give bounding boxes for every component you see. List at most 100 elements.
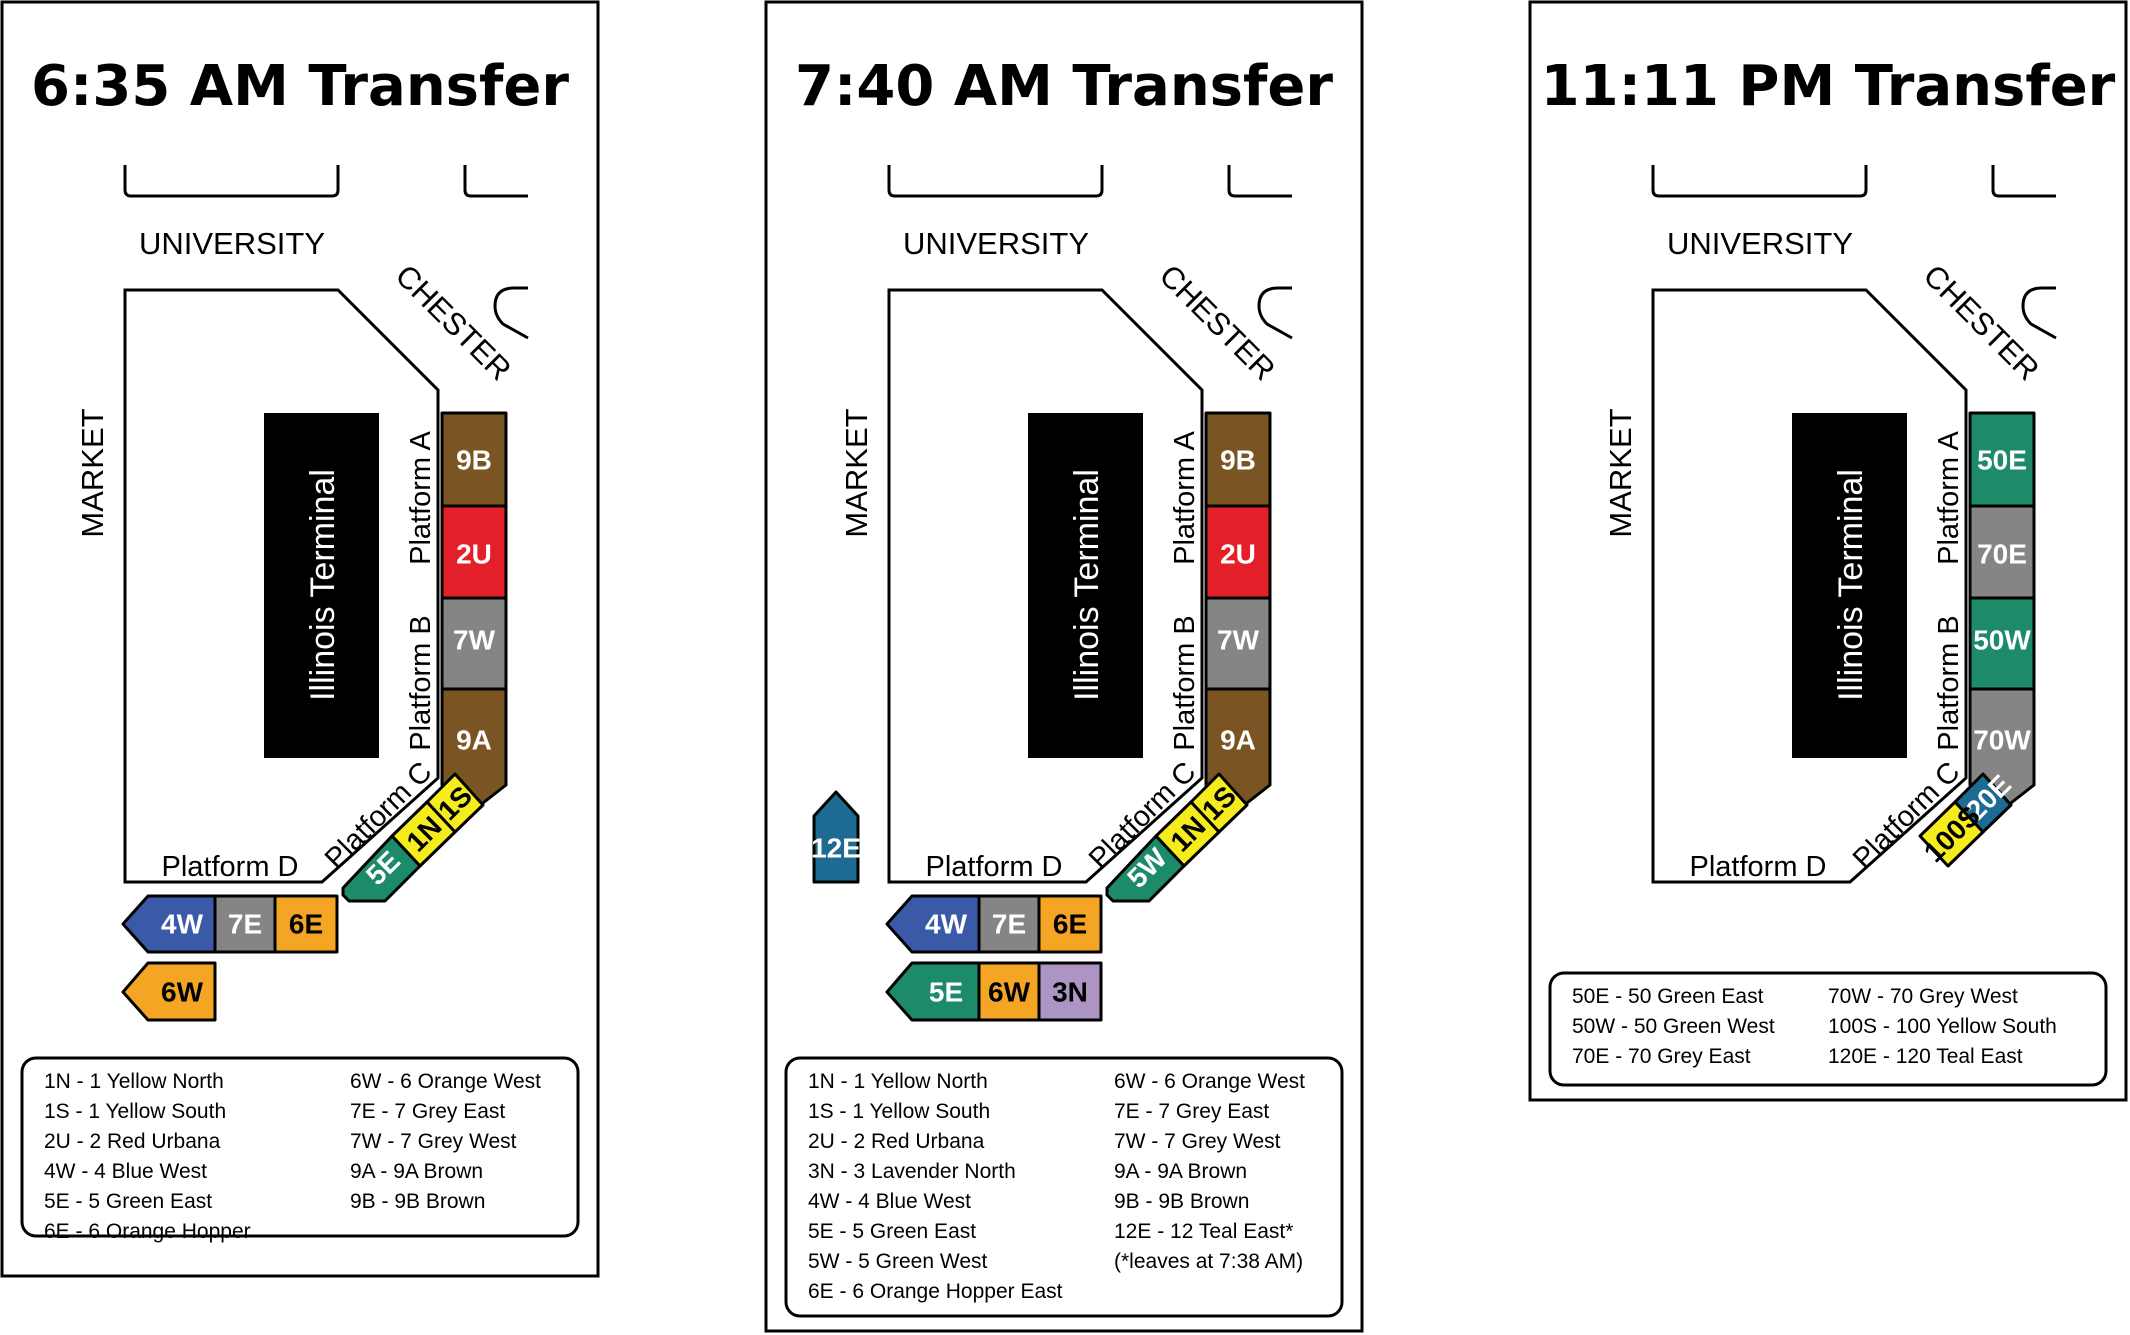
platform-a-label: Platform A (1933, 430, 1965, 564)
platform-a-label: Platform A (1169, 430, 1201, 564)
legend-entry: 7E - 7 Grey East (1114, 1100, 1269, 1123)
legend: 1N - 1 Yellow North 6W - 6 Orange West 1S … (784, 1056, 1344, 1318)
bay-label: 7W (453, 625, 496, 656)
platform-d-label: Platform D (162, 851, 299, 883)
street-market: MARKET (75, 408, 110, 537)
bay-label: 7E (992, 909, 1026, 940)
bay-5e: 5E (885, 961, 981, 1022)
bay-label: 6W (161, 977, 204, 1008)
platform-b-label: Platform B (1169, 615, 1201, 750)
legend: 1N - 1 Yellow North 6W - 6 Orange West 1S … (20, 1056, 580, 1243)
legend-box (1548, 971, 2108, 1087)
bay-9b: 9B (440, 411, 508, 508)
legend: 50E - 50 Green East 70W - 70 Grey West 50W… (1548, 971, 2108, 1087)
bay-4w: 4W (121, 894, 217, 954)
legend-entry: 70W - 70 Grey West (1828, 985, 2018, 1008)
bay-shape (812, 790, 860, 884)
bay-shape (121, 961, 217, 1022)
bay-7w: 7W (1204, 596, 1272, 691)
platform-d-label: Platform D (926, 851, 1063, 883)
bay-label: 9B (456, 445, 492, 476)
bay-7e: 7E (977, 894, 1041, 954)
bay-label: 70E (1977, 539, 2027, 570)
legend-entry: 70E - 70 Grey East (1572, 1045, 1751, 1068)
bay-shape (1918, 800, 1985, 868)
bay-label: 2U (1220, 539, 1256, 570)
bay-2u: 2U (1204, 504, 1272, 600)
bay-label: 4W (925, 909, 968, 940)
bay-1n: 1N (1154, 800, 1221, 868)
legend-entry: 5E - 5 Green East (808, 1220, 976, 1243)
legend-entry: 9A - 9A Brown (1114, 1160, 1247, 1183)
illinois-terminal (1028, 413, 1143, 758)
legend-entry: 50W - 50 Green West (1572, 1015, 1775, 1038)
bay-label: 6E (289, 909, 323, 940)
bay-label: 9A (1220, 725, 1256, 756)
bay-label: 4W (161, 909, 204, 940)
bay-label: 9A (456, 725, 492, 756)
corner-curb (463, 165, 528, 198)
terminal-label: Illinois Terminal (1068, 469, 1106, 701)
illinois-terminal (1792, 413, 1907, 758)
bay-70e: 70E (1968, 504, 2036, 600)
bay-shape (885, 894, 981, 954)
legend-entry: 2U - 2 Red Urbana (808, 1130, 985, 1153)
legend-entry: 1S - 1 Yellow South (808, 1100, 990, 1123)
bay-6e: 6E (1037, 894, 1103, 954)
legend-entry: 1S - 1 Yellow South (44, 1100, 226, 1123)
legend-box (20, 1056, 580, 1238)
legend-entry: 6E - 6 Orange Hopper East (808, 1280, 1063, 1303)
bay-3n: 3N (1037, 961, 1103, 1022)
legend-entry: 7E - 7 Grey East (350, 1100, 505, 1123)
legend-entry: 6W - 6 Orange West (1114, 1070, 1305, 1093)
panel-title: 11:11 PM Transfer (1541, 54, 2116, 119)
bay-label: 3N (1052, 977, 1088, 1008)
chester-curb (493, 286, 529, 340)
street-market: MARKET (1603, 408, 1638, 537)
platform-a-label: Platform A (405, 430, 437, 564)
street-university: UNIVERSITY (903, 226, 1089, 261)
legend-entry: 5W - 5 Green West (808, 1250, 987, 1273)
bay-label: 6W (988, 977, 1031, 1008)
corner-curb (1991, 165, 2056, 198)
bay-label: 6E (1053, 909, 1087, 940)
legend-entry: 1N - 1 Yellow North (808, 1070, 988, 1093)
legend-entry: 12E - 12 Teal East* (1114, 1220, 1293, 1243)
bay-label: 7W (1217, 625, 1260, 656)
bay-50e: 50E (1968, 411, 2036, 508)
legend-entry: 1N - 1 Yellow North (44, 1070, 224, 1093)
legend-entry: 6W - 6 Orange West (350, 1070, 541, 1093)
corner-curb (1227, 165, 1292, 198)
legend-entry: 7W - 7 Grey West (1114, 1130, 1281, 1153)
legend-entry: 120E - 120 Teal East (1828, 1045, 2023, 1068)
bay-50w: 50W (1968, 596, 2036, 691)
bay-4w: 4W (885, 894, 981, 954)
legend-entry: 4W - 4 Blue West (808, 1190, 971, 1213)
bay-label: 7E (228, 909, 262, 940)
legend-entry: 6E - 6 Orange Hopper (44, 1220, 251, 1243)
terminal-label: Illinois Terminal (304, 469, 342, 701)
platform-d-label: Platform D (1690, 851, 1827, 883)
chester-curb (1257, 286, 1293, 340)
legend-entry: (*leaves at 7:38 AM) (1114, 1250, 1303, 1273)
legend-box (784, 1056, 1344, 1318)
university-curb (887, 165, 1104, 198)
platform-b-label: Platform B (405, 615, 437, 750)
bay-2u: 2U (440, 504, 508, 600)
legend-entry: 3N - 3 Lavender North (808, 1160, 1016, 1183)
legend-entry: 9A - 9A Brown (350, 1160, 483, 1183)
bay-shape (1105, 834, 1186, 903)
legend-entry: 9B - 9B Brown (1114, 1190, 1249, 1213)
illinois-terminal (264, 413, 379, 758)
bay-shape (121, 894, 217, 954)
bay-label: 9B (1220, 445, 1256, 476)
terminal-label: Illinois Terminal (1832, 469, 1870, 701)
bay-6w: 6W (977, 961, 1041, 1022)
legend-entry: 4W - 4 Blue West (44, 1160, 207, 1183)
street-university: UNIVERSITY (1667, 226, 1853, 261)
bay-7w: 7W (440, 596, 508, 691)
bay-shape (341, 834, 422, 903)
legend-entry: 50E - 50 Green East (1572, 985, 1764, 1008)
